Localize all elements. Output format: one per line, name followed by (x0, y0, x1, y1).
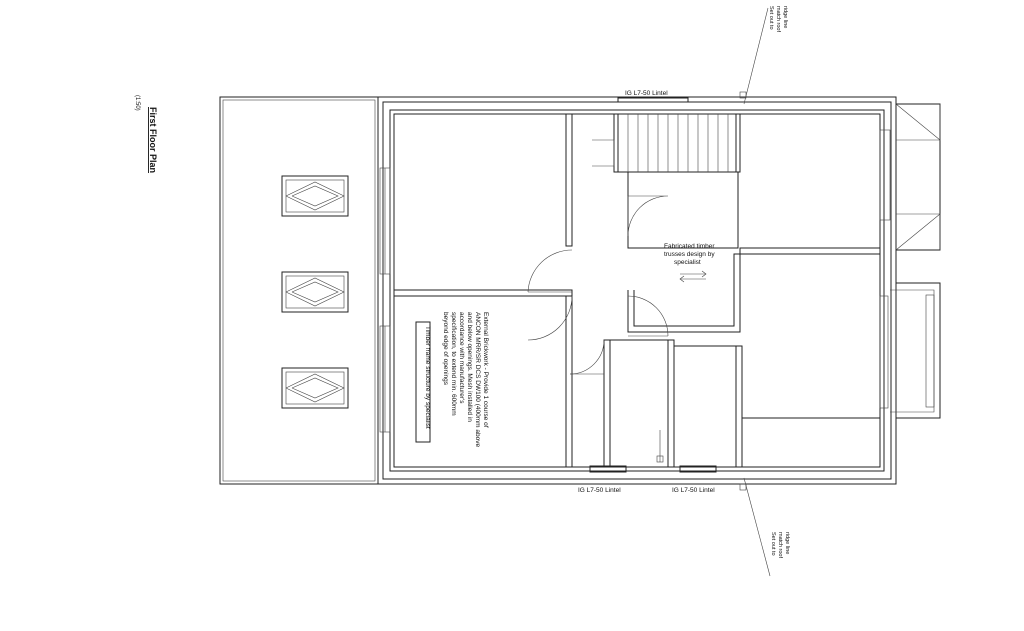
lintel-label-bottom-right: IG L7-50 Lintel (672, 487, 715, 494)
svg-text:match roof: match roof (777, 532, 783, 558)
lintels (589, 97, 717, 473)
plan-title: First Floor Plan (148, 107, 158, 173)
right-bay-upper (879, 103, 941, 251)
ridge-note-bottom: Set out to match roof ridge line (770, 532, 790, 558)
rooflight-3 (281, 367, 349, 409)
svg-text:ridge line: ridge line (784, 532, 790, 554)
svg-text:ANCON MRR/SR DCS DW100 (400mm: ANCON MRR/SR DCS DW100 (400mm above (474, 312, 481, 447)
left-roof-area (219, 96, 379, 485)
right-bay-lower (890, 282, 941, 419)
svg-text:beyond edge of openings: beyond edge of openings (442, 312, 449, 386)
svg-text:specialist: specialist (674, 259, 701, 266)
doors (527, 195, 669, 375)
title-block: First Floor Plan (148, 107, 158, 173)
rooflight-1 (281, 175, 349, 217)
svg-text:Fabricated timber: Fabricated timber (664, 243, 715, 250)
svg-text:trusses design by: trusses design by (664, 251, 715, 258)
svg-text:ridge line: ridge line (782, 6, 788, 28)
svg-text:Timber frame structure by spec: Timber frame structure by specialist (424, 326, 431, 429)
staircase (592, 113, 737, 173)
brickwork-note: External Brickwork - Provide 1 course of… (442, 312, 489, 447)
lintel-label-bottom-left: IG L7-50 Lintel (578, 487, 621, 494)
lintel-label-top: IG L7-50 Lintel (625, 90, 668, 97)
rooflight-2 (281, 271, 349, 313)
svg-text:Set out to: Set out to (768, 6, 774, 30)
plan-scale: (1:50) (134, 95, 140, 111)
timber-frame-note: Timber frame structure by specialist (415, 321, 431, 443)
svg-text:and below openings. Mesh insta: and below openings. Mesh installed in (466, 312, 473, 422)
ridge-line-bottom (739, 477, 771, 577)
ridge-line-top (739, 7, 769, 105)
svg-text:External Brickwork - Provide 1: External Brickwork - Provide 1 course of (482, 312, 489, 428)
svg-text:Set out to: Set out to (770, 532, 776, 556)
ridge-note-top: Set out to match roof ridge line (768, 6, 788, 32)
svg-text:specification, to extend min.: specification, to extend min. 600mm (450, 312, 457, 416)
svg-text:match roof: match roof (775, 6, 781, 32)
trusses-note: Fabricated timber trusses design by spec… (664, 243, 715, 283)
svg-text:accordance with manufacturer's: accordance with manufacturer's (458, 312, 465, 404)
left-windows (379, 167, 889, 433)
